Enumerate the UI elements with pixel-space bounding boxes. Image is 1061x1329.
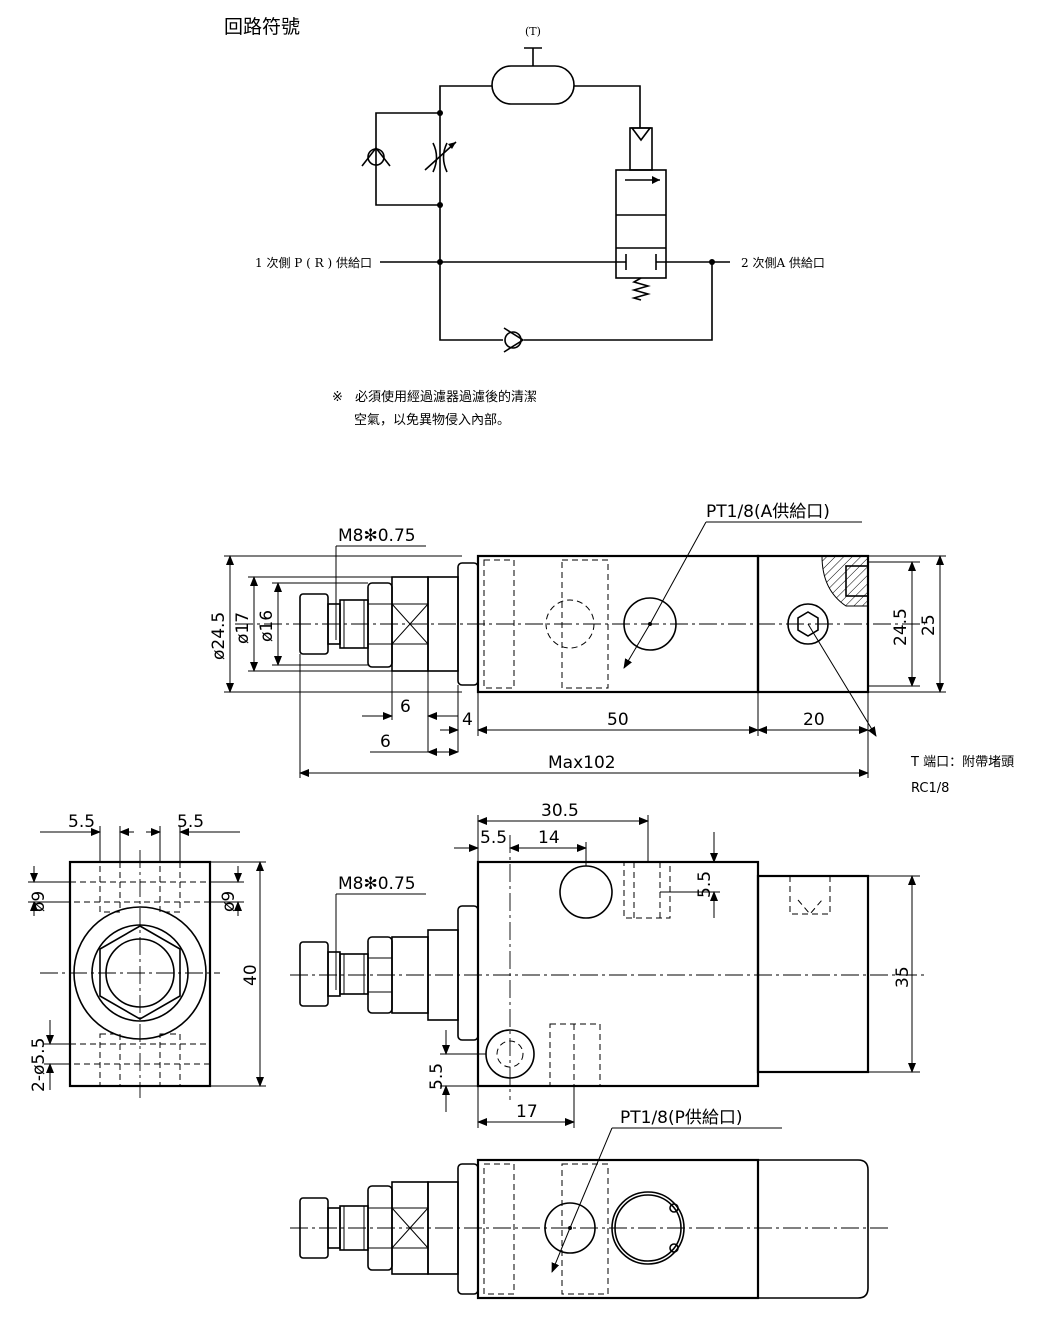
end-cap bbox=[756, 554, 870, 694]
port-p-hole bbox=[544, 1202, 596, 1254]
dim-6-lower: 6 bbox=[380, 732, 391, 752]
dim-4: 4 bbox=[462, 710, 473, 730]
end-view: 5.5 5.5 ø9 ø9 40 2-ø5.5 bbox=[28, 812, 266, 1098]
dim-20: 20 bbox=[803, 710, 825, 730]
dim-24-5: 24.5 bbox=[891, 608, 911, 646]
circuit-symbol-title: 回路符號 bbox=[224, 16, 301, 38]
lock-nut bbox=[367, 582, 393, 668]
side-valve-block bbox=[476, 860, 760, 1088]
dim-6-upper: 6 bbox=[400, 697, 411, 717]
note-text-2: 空氣，以免異物侵入內部。 bbox=[354, 413, 511, 428]
side-end-cap bbox=[756, 874, 870, 1074]
dim-50: 50 bbox=[607, 710, 629, 730]
side-dim-5-5-left: 5.5 bbox=[427, 1063, 447, 1090]
note-text-1: 必須使用經過濾器過濾後的清潔 bbox=[355, 390, 538, 405]
port-1-label: 1 次側 P ( R ) 供給口 bbox=[255, 256, 372, 270]
dim-max-102: Max102 bbox=[548, 753, 616, 773]
bottom-view: PT1/8(P供給口) bbox=[290, 1108, 890, 1300]
side-view: M8✻0.75 30.5 5.5 14 5.5 35 5.5 17 bbox=[290, 801, 925, 1128]
end-dia-9-left: ø9 bbox=[29, 891, 49, 912]
check-valve-bottom bbox=[504, 331, 522, 349]
dia-17: ø17 bbox=[233, 612, 253, 644]
end-dim-5-5-left: 5.5 bbox=[68, 812, 95, 832]
port-a-hole bbox=[623, 597, 677, 651]
tank-symbol bbox=[491, 65, 575, 105]
side-thread-label: M8✻0.75 bbox=[338, 874, 416, 894]
dim-25: 25 bbox=[919, 614, 939, 636]
end-holes-2-dia-5-5: 2-ø5.5 bbox=[29, 1038, 49, 1092]
bottom-end-cap bbox=[758, 1159, 869, 1299]
t-port-plug bbox=[787, 603, 829, 645]
front-view: PT1/8(A供給口) M8✻0.75 ø24.5 ø17 ø16 24.5 2… bbox=[209, 502, 1014, 796]
note-mark: ※ bbox=[332, 390, 343, 405]
tank-port-label: (T) bbox=[525, 25, 541, 38]
port-p-label: PT1/8(P供給口) bbox=[620, 1108, 743, 1128]
side-dim-14: 14 bbox=[538, 828, 560, 848]
side-dim-35: 35 bbox=[893, 966, 913, 988]
t-port-thread: RC1/8 bbox=[911, 781, 949, 796]
side-knob bbox=[299, 941, 329, 1007]
side-dim-5-5-right: 5.5 bbox=[695, 871, 715, 898]
front-thread-label: M8✻0.75 bbox=[338, 526, 416, 546]
t-port-note: T 端口：附帶堵頭 bbox=[910, 755, 1014, 770]
end-dia-9-right: ø9 bbox=[219, 891, 239, 912]
port-2-label: 2 次側A 供給口 bbox=[741, 256, 825, 270]
note-line-1: ※ 必須使用經過濾器過濾後的清潔 bbox=[332, 388, 537, 408]
side-dim-30-5: 30.5 bbox=[541, 801, 579, 821]
dia-16: ø16 bbox=[257, 610, 277, 642]
port-a-label: PT1/8(A供給口) bbox=[706, 502, 830, 522]
end-dim-40: 40 bbox=[241, 964, 261, 986]
circuit-symbol: (T) bbox=[255, 25, 825, 353]
end-dim-5-5-right: 5.5 bbox=[177, 812, 204, 832]
bottom-valve-block bbox=[476, 1158, 760, 1300]
dia-24-5: ø24.5 bbox=[209, 612, 229, 660]
side-dim-17: 17 bbox=[516, 1102, 538, 1122]
side-dim-5-5-top: 5.5 bbox=[480, 828, 507, 848]
